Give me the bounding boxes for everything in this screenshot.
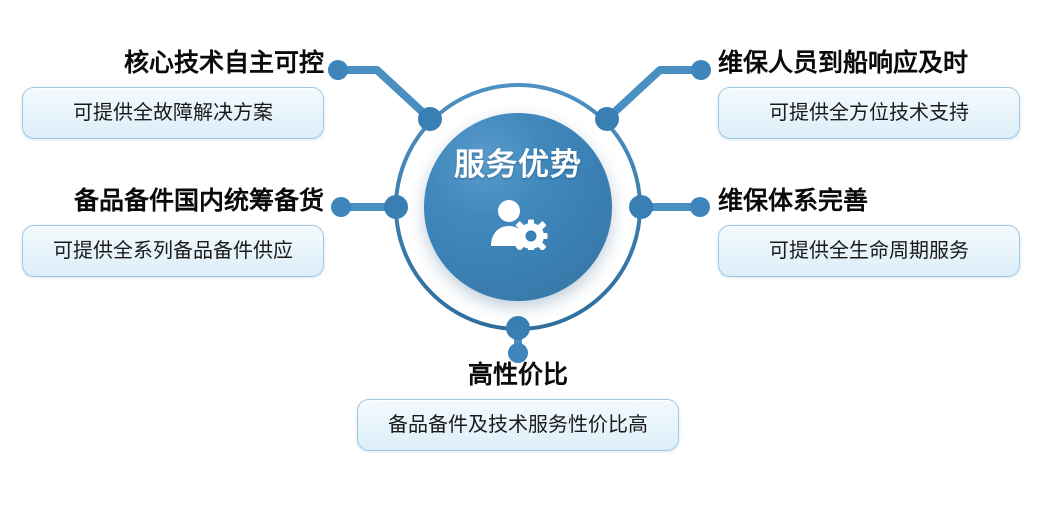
branch-heading: 备品备件国内统筹备货 [73,187,324,215]
branch-detail-pill: 备品备件及技术服务性价比高 [357,398,679,451]
hub-circle[interactable]: 服务优势 [424,113,612,301]
branch-core-technology[interactable]: 核心技术自主可控 可提供全故障解决方案 [22,49,324,139]
hub-title: 服务优势 [454,147,582,182]
branch-heading: 维保体系完善 [718,187,869,215]
branch-maintenance-system[interactable]: 维保体系完善 可提供全生命周期服务 [718,187,1020,277]
branch-spare-parts[interactable]: 备品备件国内统筹备货 可提供全系列备品备件供应 [22,187,324,277]
spoke-onboard-response [595,60,711,131]
spoke-spare-parts [331,195,408,219]
user-gear-icon [491,200,548,250]
branch-detail-pill: 可提供全方位技术支持 [718,86,1020,139]
branch-heading: 维保人员到船响应及时 [718,49,969,77]
spoke-core-technology [328,60,442,131]
branch-detail-pill: 可提供全生命周期服务 [718,224,1020,277]
branch-heading: 核心技术自主可控 [123,49,324,77]
branch-cost-performance[interactable]: 高性价比 备品备件及技术服务性价比高 [357,361,679,451]
spoke-cost-performance [506,316,530,363]
branch-detail-pill: 可提供全故障解决方案 [22,86,324,139]
spoke-maintenance-system [629,195,710,219]
branch-detail-pill: 可提供全系列备品备件供应 [22,224,324,277]
branch-heading: 高性价比 [467,361,568,389]
branch-onboard-response[interactable]: 维保人员到船响应及时 可提供全方位技术支持 [718,49,1020,139]
